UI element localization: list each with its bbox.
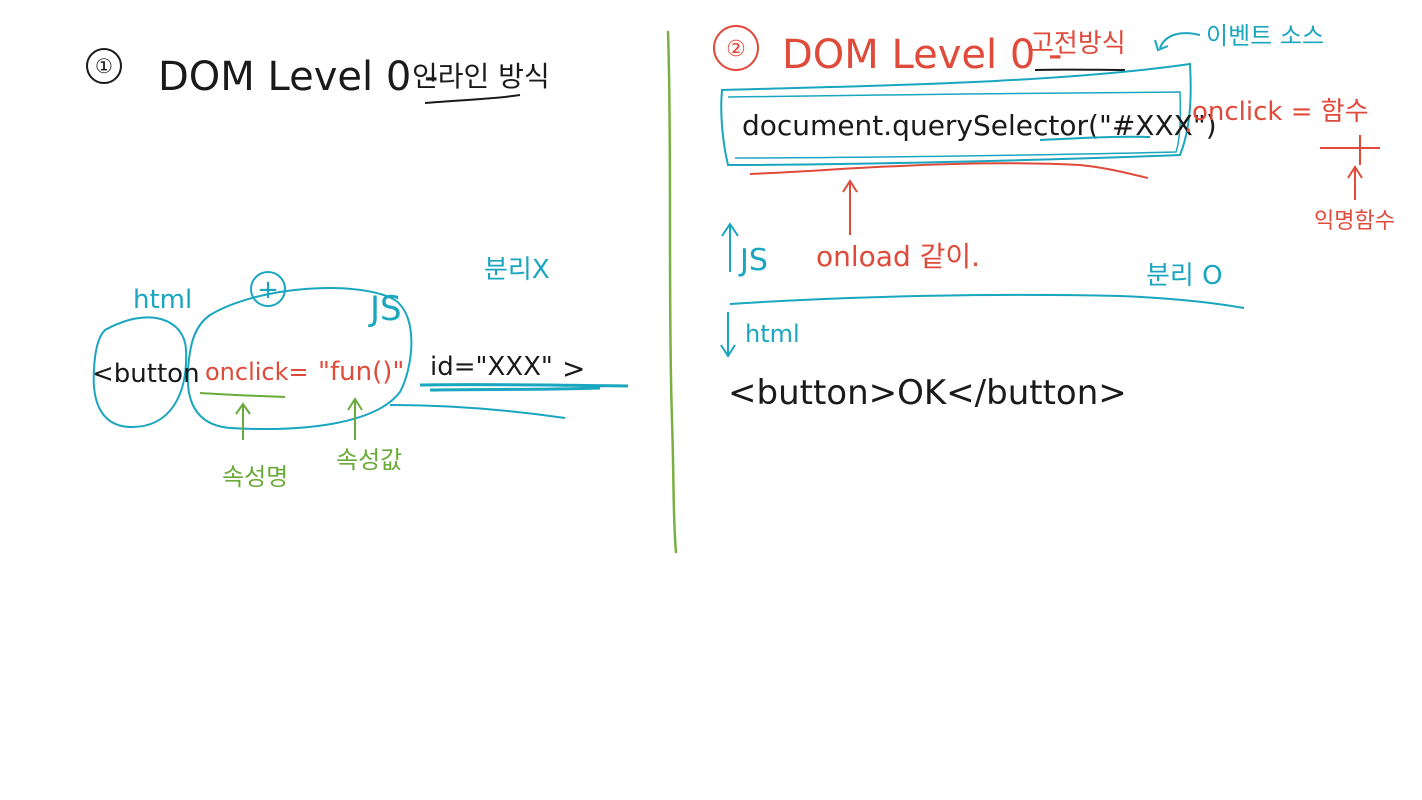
html-circle [92, 316, 188, 429]
js-label: JS [738, 243, 768, 278]
value-arrow [347, 397, 363, 440]
anon-line [1320, 135, 1380, 165]
id-underline [419, 383, 629, 392]
onload-arrow [842, 179, 858, 235]
left-title-underline [424, 94, 521, 104]
js-circle [186, 287, 413, 430]
event-source-arrow [1154, 32, 1201, 52]
html-label: html [745, 320, 800, 348]
right-number-circle [713, 25, 759, 71]
left-title: DOM Level 0 - [158, 54, 438, 100]
html-down-arrow [720, 312, 736, 358]
code-long-underline [389, 404, 566, 419]
label-separation: 분리X [484, 255, 550, 285]
label-plus: + [257, 275, 279, 305]
code-id: id="XXX" [430, 352, 553, 382]
code-onclick: onclick = 함수 [1192, 97, 1369, 127]
code-tag: <button [92, 359, 200, 389]
plus-circle [250, 271, 286, 307]
separation-label: 분리 O [1146, 261, 1223, 291]
selector-box [720, 62, 1192, 167]
event-source-label: 이벤트 소스 [1206, 22, 1324, 50]
onload-underline [749, 162, 1149, 179]
code-attr: onclick= [205, 358, 309, 386]
anonymous-fn-label: 익명함수 [1314, 209, 1395, 234]
left-section: ① DOM Level 0 - 인라인 방식 html + JS 분리X <bu… [86, 48, 629, 491]
onload-note: onload 같이. [816, 240, 980, 273]
right-title: DOM Level 0 - [782, 32, 1062, 78]
section-divider [666, 30, 678, 554]
code-dot: . [1184, 106, 1193, 139]
js-up-arrow [721, 222, 739, 272]
code-value: "fun()" [318, 357, 404, 387]
selector-underline [1039, 135, 1151, 141]
right-section: ② DOM Level 0 - 고전방식 이벤트 소스 document.que… [713, 22, 1395, 413]
note-attr-name: 속성명 [222, 463, 288, 491]
button-code: <button>OK</button> [728, 373, 1127, 413]
right-title-korean: 고전방식 [1030, 29, 1126, 59]
label-html: html [133, 285, 192, 315]
anon-arrow [1347, 165, 1363, 200]
left-number: ① [95, 54, 113, 78]
attr-arrow [235, 402, 251, 440]
js-html-separator [729, 293, 1245, 309]
attr-underline [199, 392, 286, 398]
left-number-circle [86, 48, 122, 84]
code-close: > [562, 352, 585, 385]
left-title-korean: 인라인 방식 [412, 60, 550, 93]
note-attr-value: 속성값 [336, 446, 402, 474]
right-number: ② [726, 37, 746, 62]
selector-box-inner [727, 91, 1182, 159]
